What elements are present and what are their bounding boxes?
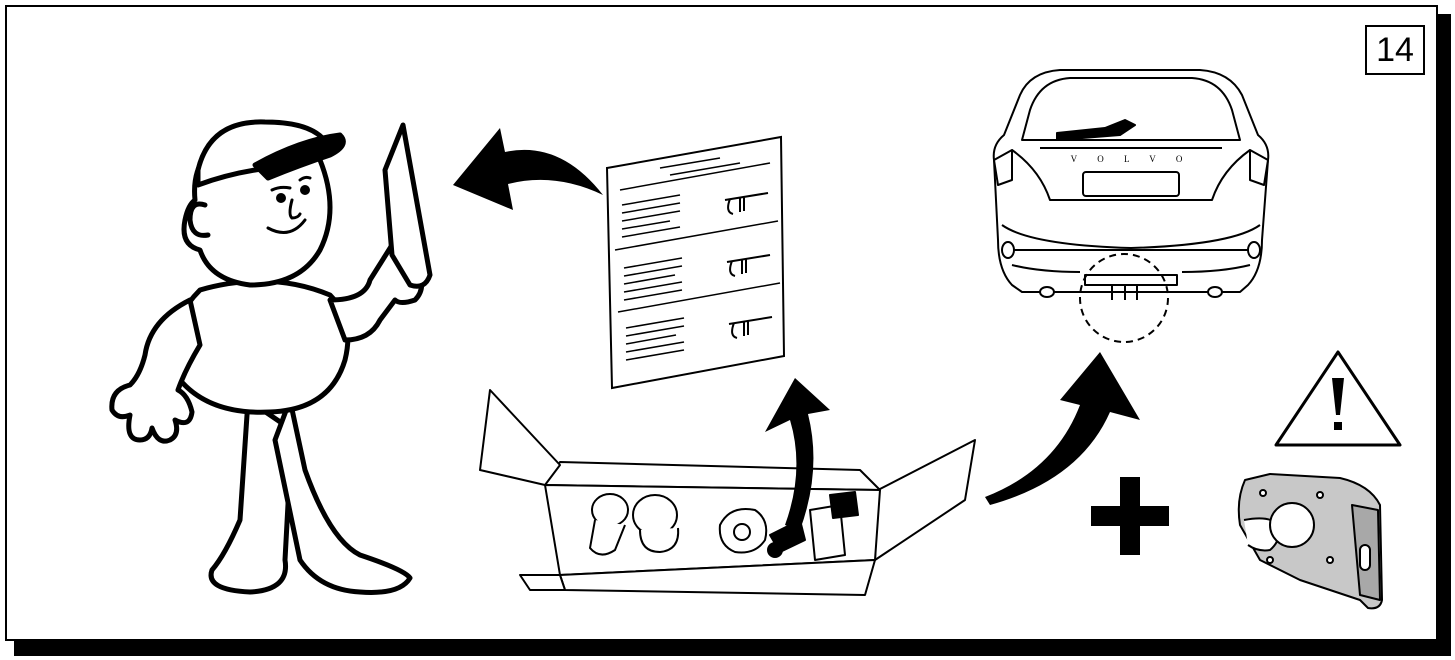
plus-icon bbox=[1091, 477, 1169, 555]
mounting-bracket-icon bbox=[1239, 474, 1382, 608]
warning-triangle-icon bbox=[1276, 352, 1400, 445]
instruction-sheet-icon bbox=[607, 137, 784, 388]
curved-arrow-icon bbox=[985, 352, 1140, 505]
step-number: 14 bbox=[1376, 31, 1414, 70]
car-brand-lettering: V O L V O bbox=[1071, 154, 1192, 164]
step-number-badge: 14 bbox=[1365, 25, 1425, 75]
car-rear-icon bbox=[994, 70, 1269, 342]
mechanic-figure-icon bbox=[112, 122, 430, 593]
curved-arrow-icon bbox=[453, 128, 603, 210]
parts-box-icon bbox=[480, 390, 975, 595]
